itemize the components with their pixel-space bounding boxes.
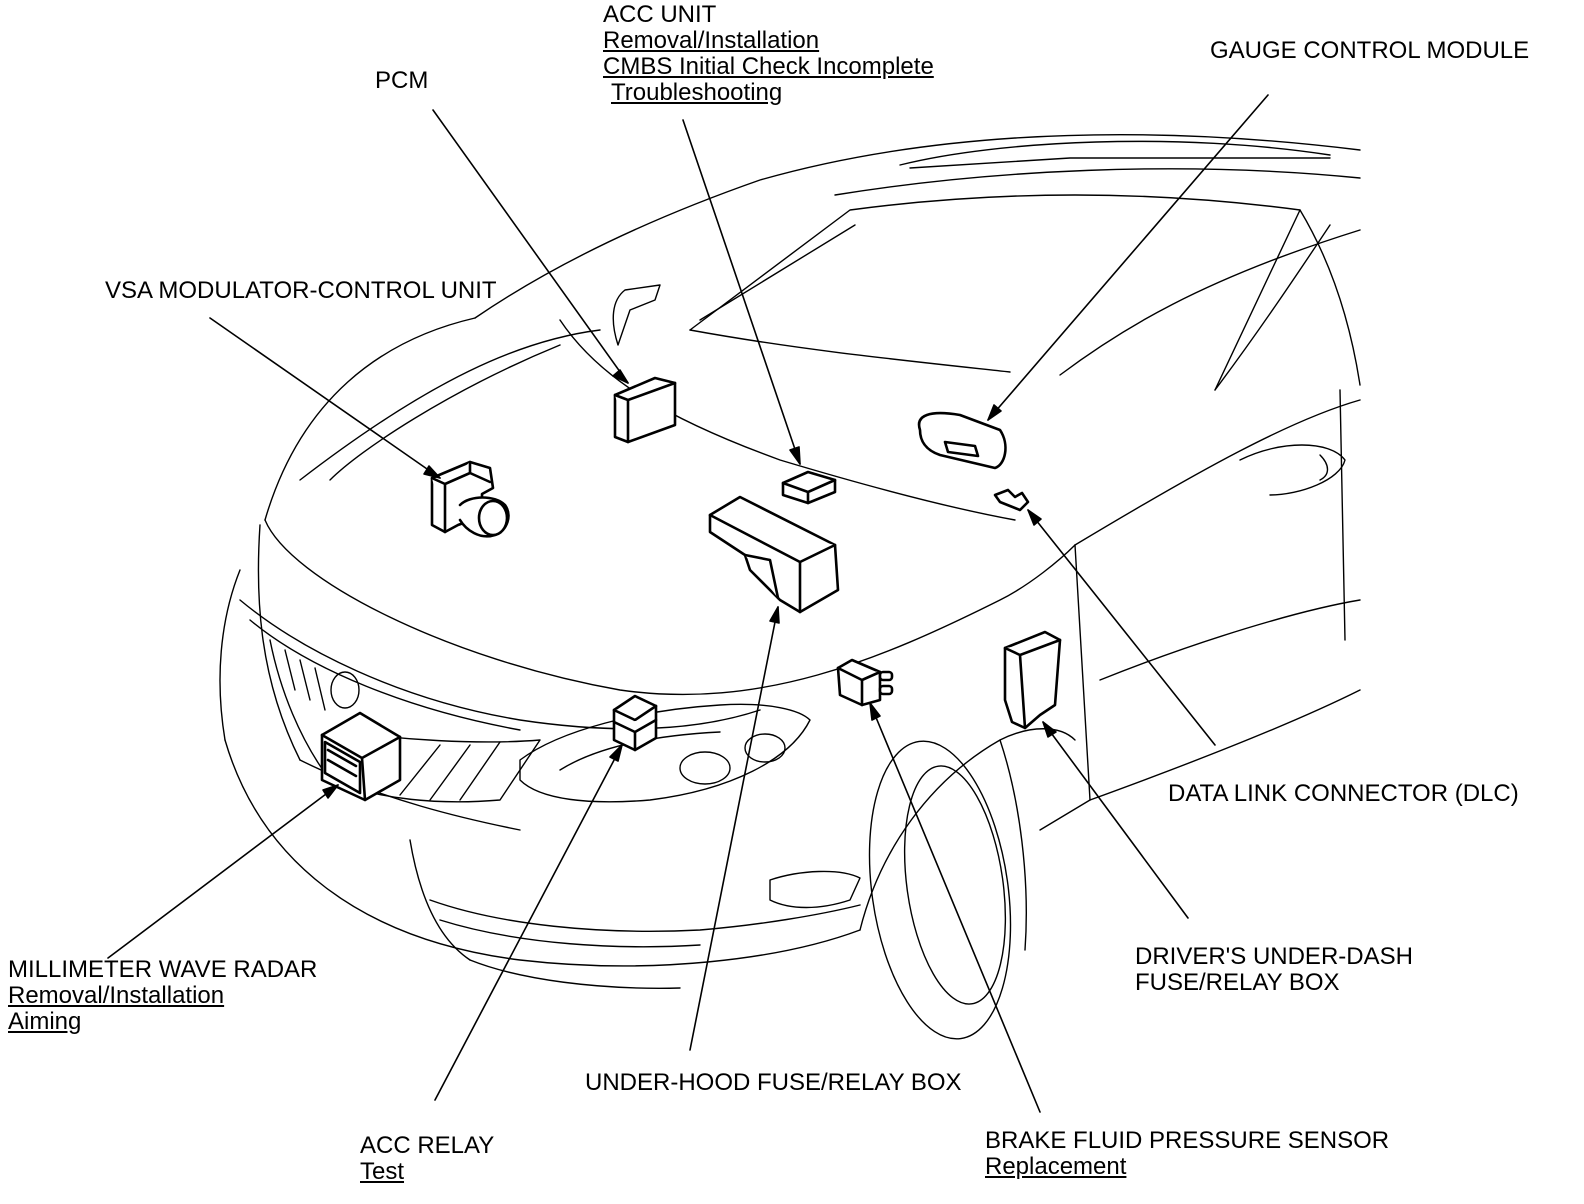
acc-unit-title: ACC UNIT [603,1,717,28]
gauge-control-module-label: GAUGE CONTROL MODULE [1210,38,1529,64]
acc-unit-removal-link[interactable]: Removal/Installation [603,27,820,54]
pcm-title: PCM [375,67,429,94]
radar-leader [107,784,339,959]
drivers-box-title-line2: FUSE/RELAY BOX [1135,969,1340,996]
brake-sensor-label: BRAKE FLUID PRESSURE SENSOR Replacement [985,1128,1389,1180]
drivers-box-label: DRIVER'S UNDER-DASH FUSE/RELAY BOX [1135,944,1413,996]
brake-sensor-replacement-link[interactable]: Replacement [985,1153,1127,1180]
drivers-box-title-line1: DRIVER'S UNDER-DASH [1135,943,1413,970]
data-link-connector [993,488,1030,512]
pcm-leader [432,109,629,384]
millimeter-wave-radar [320,711,402,802]
vsa-label: VSA MODULATOR-CONTROL UNIT [105,278,497,304]
acc-unit-cmbs-link[interactable]: CMBS Initial Check Incomplete [603,53,934,80]
radar-title: MILLIMETER WAVE RADAR [8,956,318,983]
acc-relay-title: ACC RELAY [360,1132,495,1159]
acc-relay [612,694,658,752]
car-body-outline [219,133,1361,1040]
brake-fluid-pressure-sensor [836,658,894,707]
under-hood-title: UNDER-HOOD FUSE/RELAY BOX [585,1069,962,1096]
brake-sensor-leader [869,702,1041,1113]
dlc-label: DATA LINK CONNECTOR (DLC) [1168,781,1519,807]
vsa-leader [209,317,441,479]
acc-relay-label: ACC RELAY Test [360,1133,494,1185]
gauge-control-module [917,411,1007,470]
pcm-unit [613,376,677,444]
gauge-leader [987,94,1269,421]
under-hood-fuse-box [708,495,840,614]
drivers-box-leader [1042,721,1189,919]
acc-unit-box [781,470,837,505]
brake-sensor-title: BRAKE FLUID PRESSURE SENSOR [985,1127,1390,1154]
drivers-under-dash-fuse-box [1003,630,1062,730]
acc-unit-troubleshooting-link[interactable]: Troubleshooting [611,79,783,106]
pcm-label: PCM [375,68,428,94]
gauge-control-module-title: GAUGE CONTROL MODULE [1210,37,1530,64]
radar-aiming-link[interactable]: Aiming [8,1008,82,1035]
radar-removal-link[interactable]: Removal/Installation [8,982,225,1009]
acc-unit-label: ACC UNIT Removal/Installation CMBS Initi… [603,2,934,106]
radar-label: MILLIMETER WAVE RADAR Removal/Installati… [8,957,317,1035]
vsa-title: VSA MODULATOR-CONTROL UNIT [105,277,497,304]
dlc-leader [1027,509,1216,746]
under-hood-label: UNDER-HOOD FUSE/RELAY BOX [585,1070,962,1096]
acc-unit-leader [682,119,801,465]
dlc-title: DATA LINK CONNECTOR (DLC) [1168,780,1519,807]
under-hood-leader [689,606,780,1051]
vsa-modulator-unit [430,460,510,538]
acc-relay-test-link[interactable]: Test [360,1158,405,1185]
acc-relay-leader [434,744,623,1101]
